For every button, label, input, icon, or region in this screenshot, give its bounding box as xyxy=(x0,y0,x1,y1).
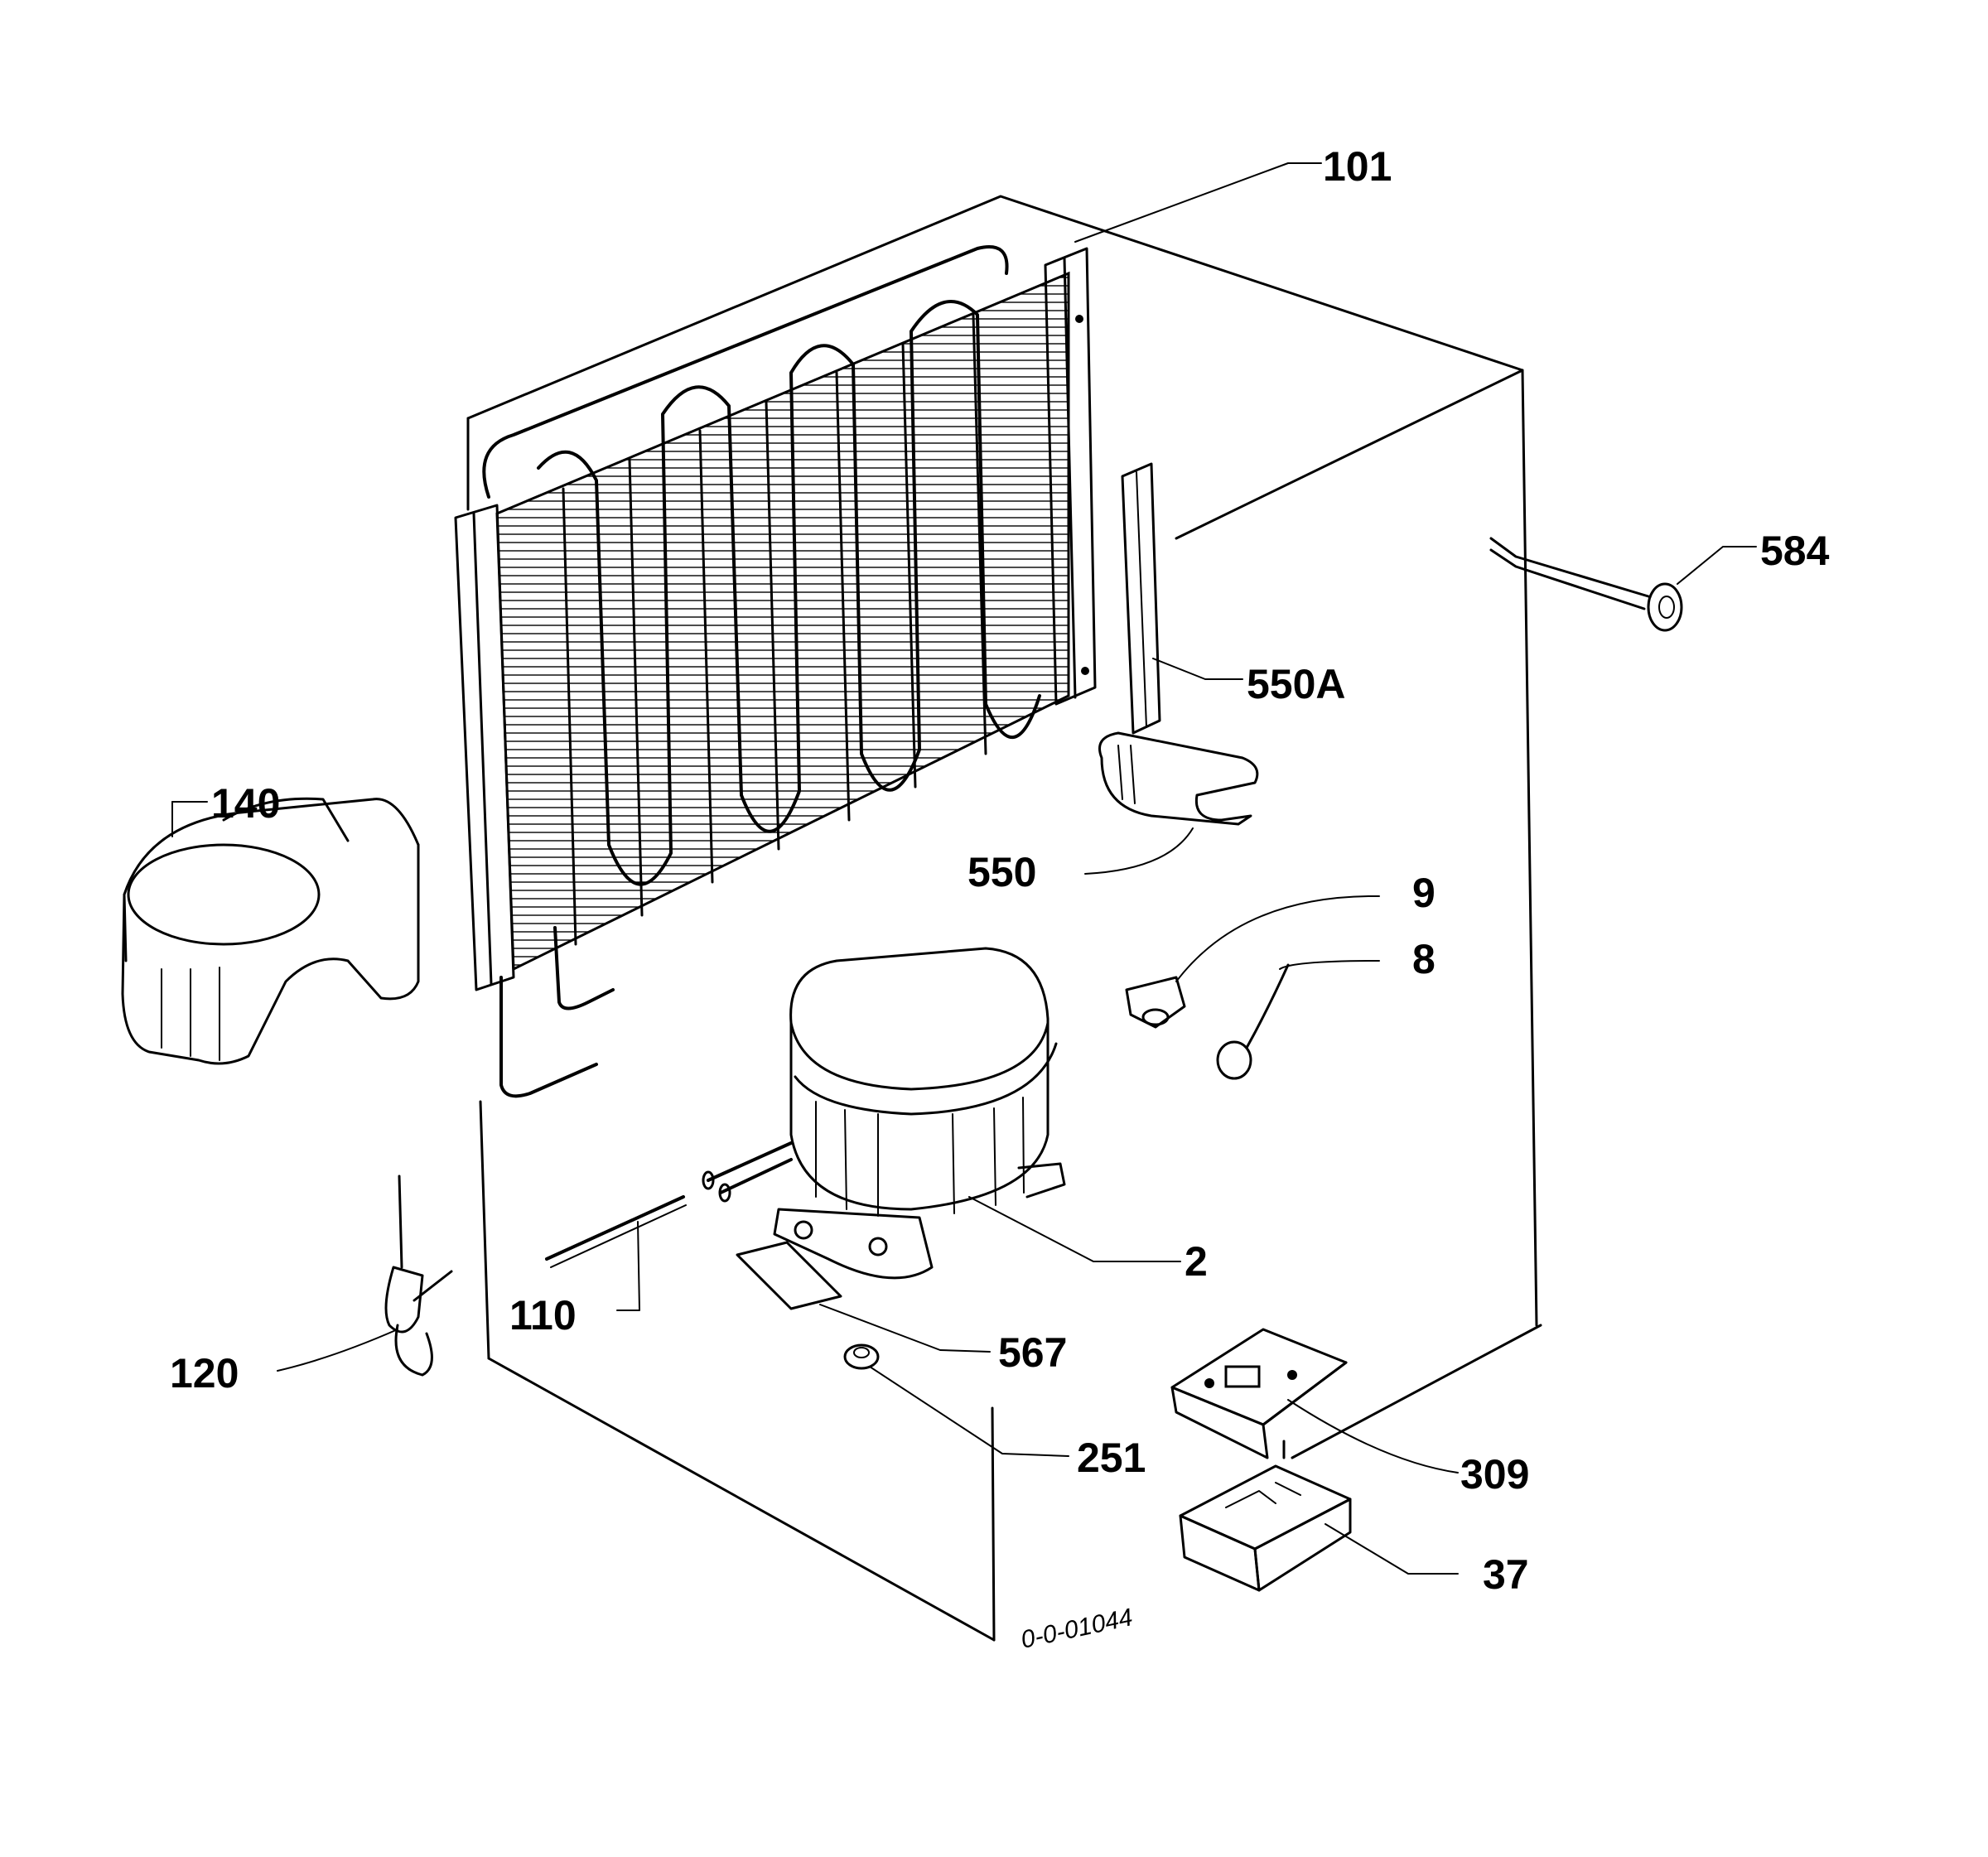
label-101: 101 xyxy=(1323,143,1392,190)
label-2: 2 xyxy=(1185,1238,1208,1285)
clip-holder-550 xyxy=(1098,731,1259,826)
condenser-101 xyxy=(454,245,1097,1098)
label-9: 9 xyxy=(1412,870,1436,916)
plate-567 xyxy=(736,1241,842,1310)
leader-lines xyxy=(171,162,1757,1575)
overload-protector-8 xyxy=(1216,963,1290,1080)
label-584: 584 xyxy=(1760,528,1830,574)
grommet-251 xyxy=(843,1343,880,1370)
housing-37 xyxy=(1179,1440,1352,1592)
bracket-strip-550a xyxy=(1121,462,1161,735)
rod-110 xyxy=(545,1195,687,1268)
compressor-2 xyxy=(702,947,1066,1280)
part-labels: 101 584 550A 140 550 9 8 2 110 120 567 2… xyxy=(170,143,1830,1598)
label-8: 8 xyxy=(1412,936,1436,982)
terminal-block-309 xyxy=(1170,1328,1348,1459)
label-251: 251 xyxy=(1077,1435,1146,1481)
label-550a: 550A xyxy=(1247,661,1346,707)
label-567: 567 xyxy=(998,1329,1067,1376)
sensor-584 xyxy=(1489,537,1683,632)
drip-tray-140 xyxy=(121,797,420,1065)
label-550: 550 xyxy=(967,849,1036,895)
label-120: 120 xyxy=(170,1350,239,1396)
drawing-code: 0-0-01044 xyxy=(1019,1604,1136,1654)
label-37: 37 xyxy=(1483,1551,1529,1598)
label-110: 110 xyxy=(509,1292,577,1338)
label-140: 140 xyxy=(211,780,280,827)
filter-drier-120 xyxy=(384,1174,453,1377)
label-309: 309 xyxy=(1460,1451,1529,1498)
relay-9 xyxy=(1125,976,1186,1029)
